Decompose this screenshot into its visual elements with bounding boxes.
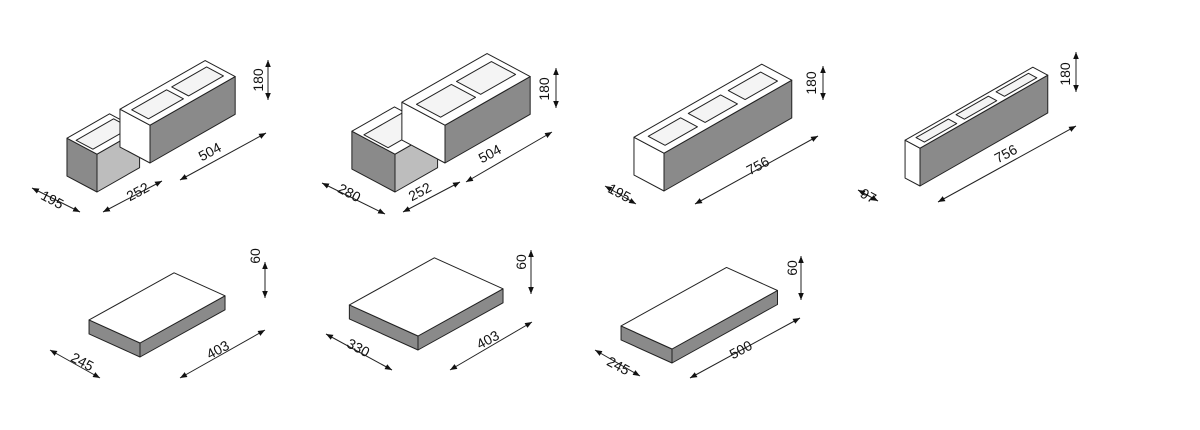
dim-label-height: 60 — [247, 248, 263, 264]
top-face — [348, 257, 504, 337]
dim-label-height: 180 — [803, 71, 819, 95]
dim-label-length: 403 — [204, 337, 232, 362]
cell-hole — [955, 95, 998, 120]
dim-label-depth: 97 — [858, 185, 879, 207]
dimension-line — [857, 189, 879, 202]
cell-hole — [415, 83, 477, 118]
dim-label-height: 180 — [250, 68, 266, 92]
slab-3 — [620, 266, 778, 364]
dimension-line — [449, 321, 533, 371]
dimension-line — [321, 182, 386, 215]
dim-label-height: 180 — [536, 77, 552, 101]
dimension-line — [694, 135, 819, 205]
dimension-line — [465, 131, 553, 183]
cell-hole — [131, 89, 184, 120]
dimension-lines — [31, 52, 1079, 379]
dimension-line — [179, 329, 266, 379]
dimension-line — [594, 349, 641, 377]
dimension-line — [689, 317, 801, 379]
dim-label-half-length: 252 — [124, 179, 152, 204]
dim-label-length: 500 — [727, 337, 755, 362]
dimension-line — [325, 333, 393, 371]
dimension-line — [604, 185, 637, 205]
dimension-line — [102, 180, 163, 213]
slab-2 — [348, 257, 504, 351]
dimension-line — [49, 349, 101, 379]
cell-hole — [456, 61, 517, 95]
cell-hole — [727, 71, 778, 101]
cell-hole — [995, 72, 1038, 97]
hollow-block-1-full — [119, 60, 236, 164]
block-shapes — [66, 53, 1049, 364]
dim-label-depth: 245 — [68, 349, 96, 374]
dim-label-depth: 330 — [344, 335, 372, 360]
dim-label-depth: 195 — [38, 187, 66, 212]
cell-hole — [647, 117, 698, 146]
dim-label-length: 756 — [992, 141, 1020, 166]
top-face — [620, 266, 778, 350]
dim-label-height: 180 — [1057, 62, 1073, 86]
dimension-line — [31, 187, 81, 213]
dim-label-depth: 245 — [604, 353, 632, 378]
dim-label-height: 60 — [513, 254, 529, 270]
dimension-line — [937, 125, 1077, 203]
top-face — [88, 272, 226, 344]
dimension-line — [402, 181, 461, 213]
dimension-line — [179, 132, 267, 181]
dim-label-length: 504 — [196, 139, 224, 164]
cell-hole — [171, 66, 224, 97]
dim-label-height: 60 — [784, 260, 800, 276]
hollow-block-long — [633, 63, 793, 192]
slab-1 — [88, 272, 226, 358]
hollow-block-2-full — [401, 53, 531, 164]
dim-label-length: 403 — [474, 327, 502, 352]
hollow-block-thin — [904, 66, 1049, 187]
cell-hole — [687, 94, 738, 123]
dim-label-depth: 195 — [605, 180, 633, 205]
cell-hole — [75, 118, 131, 150]
